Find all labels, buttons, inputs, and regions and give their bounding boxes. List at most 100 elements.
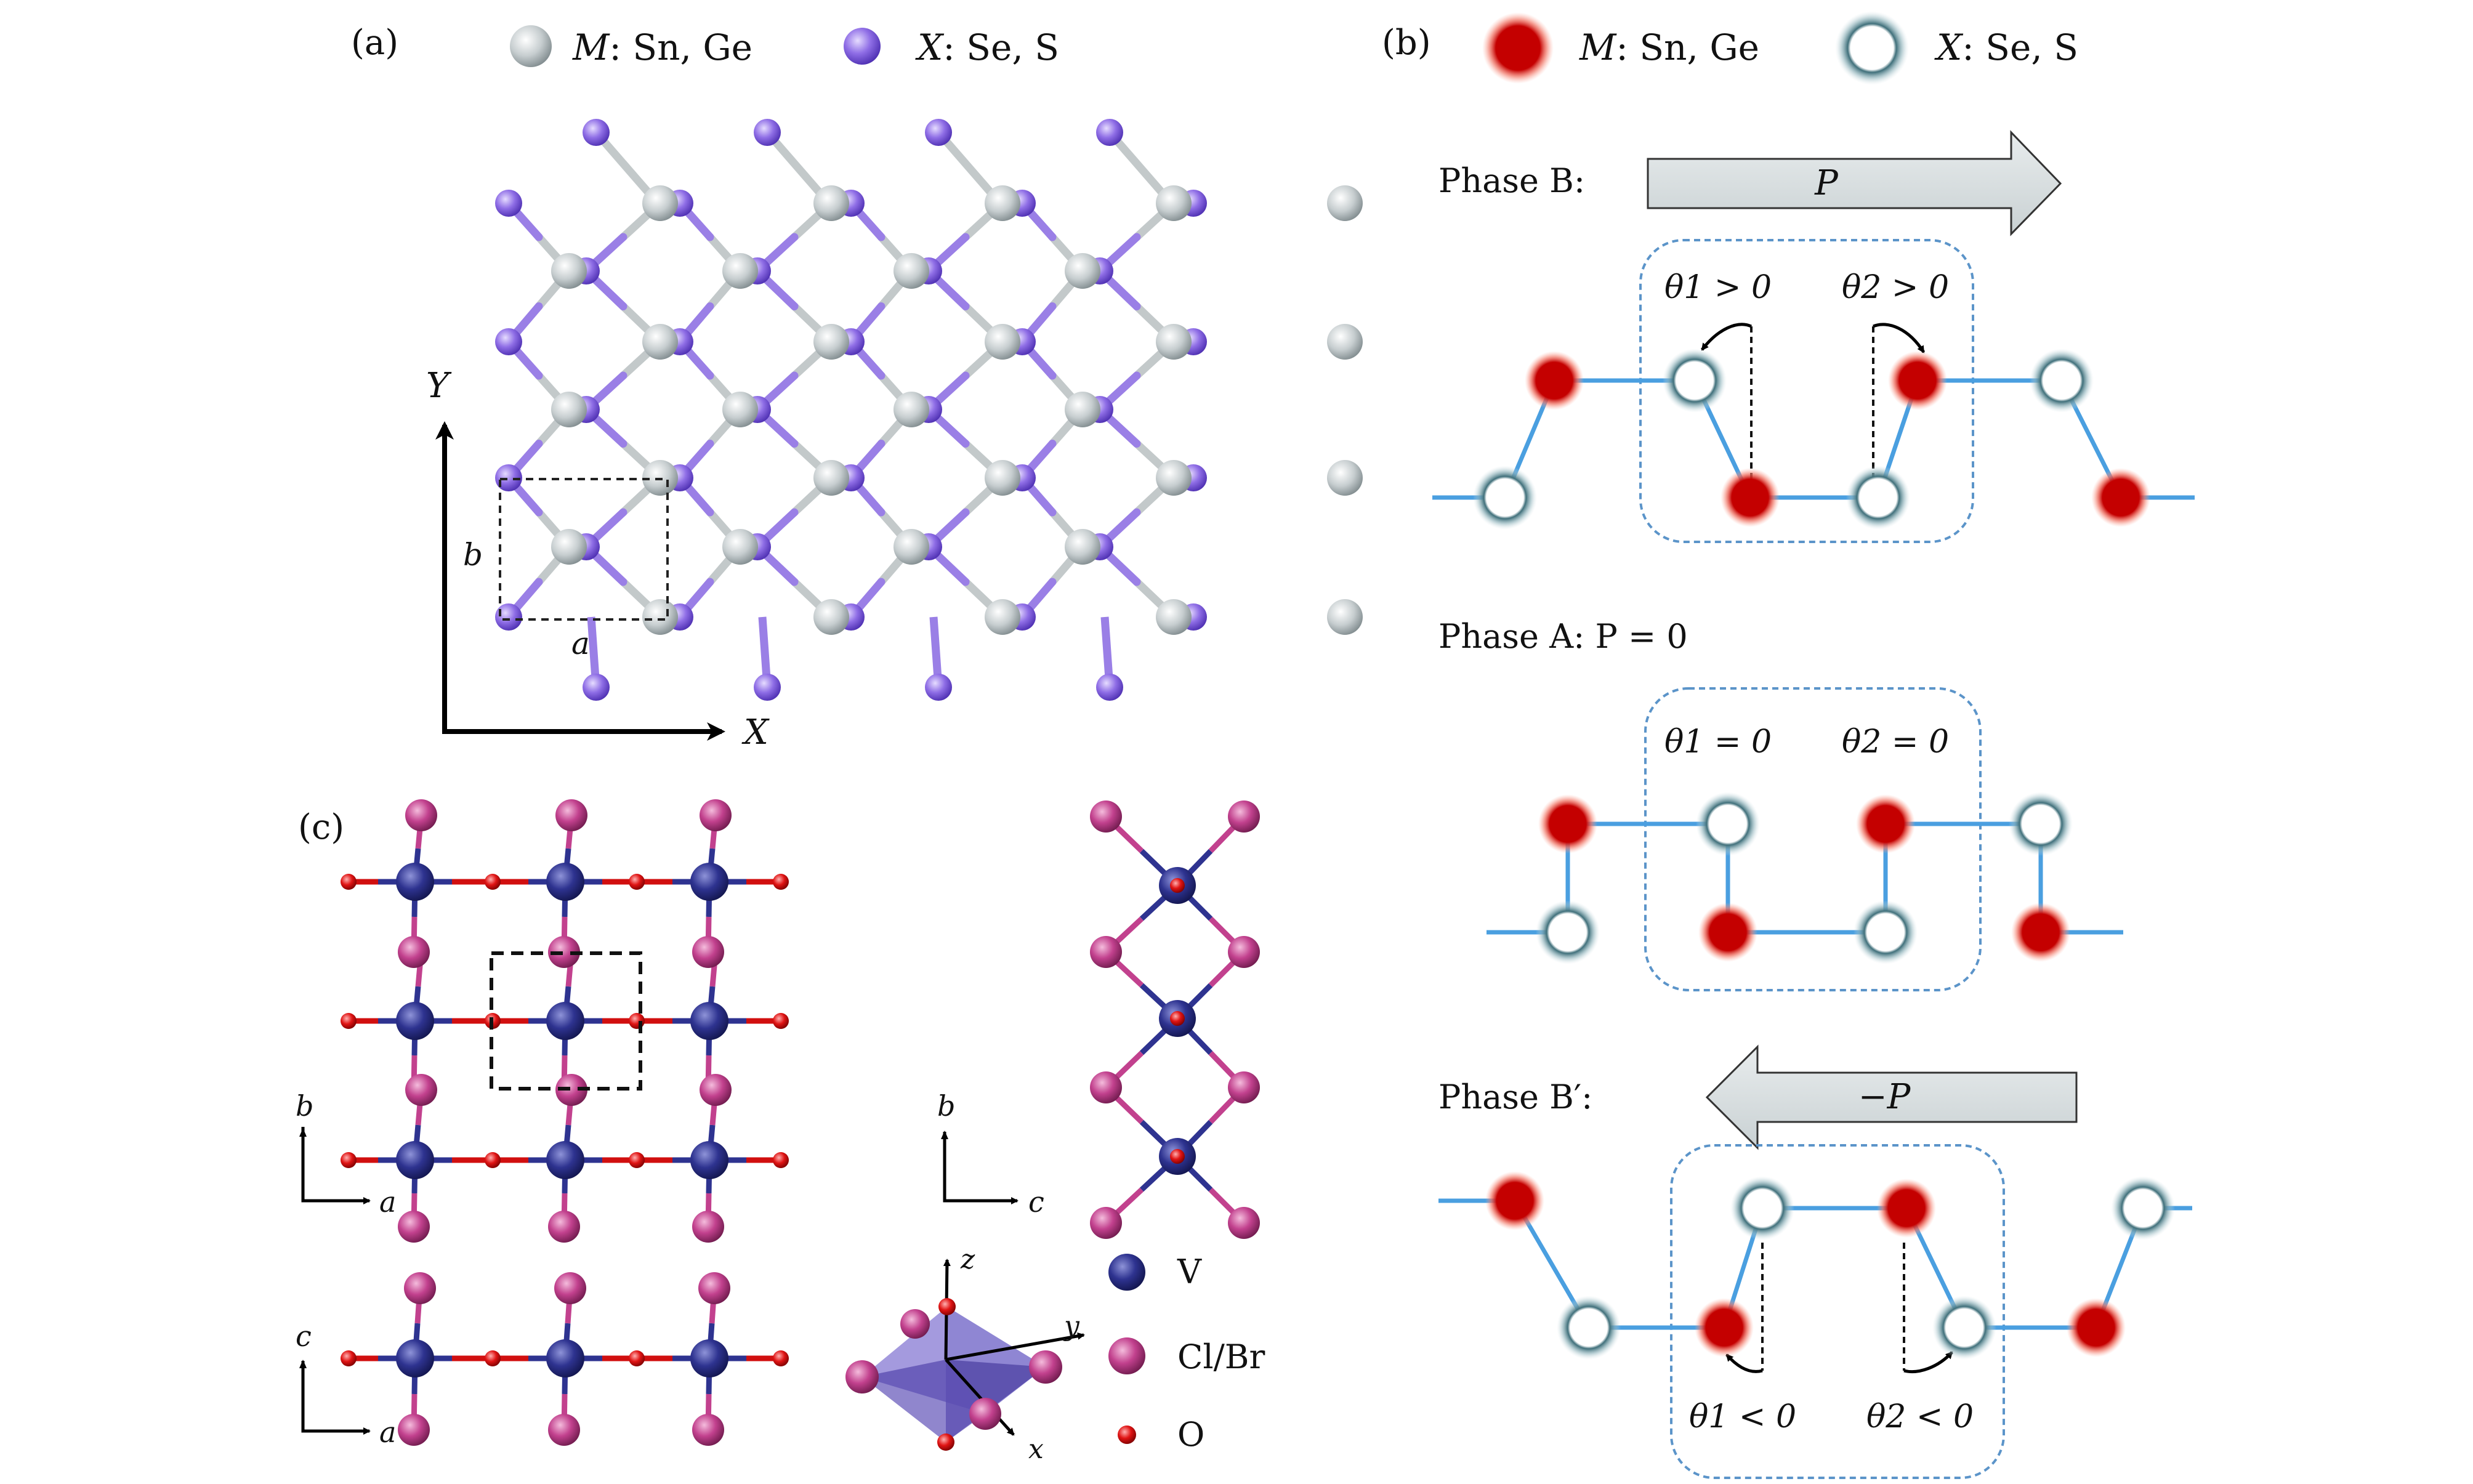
v-atom xyxy=(546,863,584,901)
octa-y-label: y xyxy=(1063,1310,1080,1342)
m-atom xyxy=(1156,599,1192,635)
o-atom xyxy=(341,874,357,890)
cl-atom xyxy=(1090,936,1122,968)
v-atom xyxy=(546,1141,584,1179)
o-atom xyxy=(1170,1011,1185,1026)
m-atom xyxy=(813,324,849,360)
o-atom xyxy=(485,874,501,890)
legend-m-symbol: M xyxy=(572,26,610,68)
atoms xyxy=(341,1272,789,1446)
legend-v-text: V xyxy=(1177,1252,1202,1291)
m-atom xyxy=(1065,529,1100,565)
panel-c-label: (c) xyxy=(298,807,344,847)
cell-b-label: b xyxy=(463,537,483,573)
x-atom-white xyxy=(2030,349,2094,413)
cl-atom xyxy=(404,1272,436,1304)
o-atom xyxy=(485,1350,501,1366)
m-atom xyxy=(1327,324,1363,360)
x-atom xyxy=(495,190,522,217)
m-atom xyxy=(1065,253,1100,289)
x-atom xyxy=(495,464,522,491)
cl-atom xyxy=(692,936,724,968)
m-atom-red xyxy=(1856,794,1915,853)
vocl2-front-view xyxy=(341,1272,789,1446)
legend-clbr-text: Cl/Br xyxy=(1177,1337,1265,1376)
phase-a-label: Phase A: P = 0 xyxy=(1438,617,1688,656)
panel-a-legend: M: Sn, Ge X: Se, S xyxy=(510,25,1059,68)
x-atom-white xyxy=(2009,792,2073,856)
x-atom-white xyxy=(1663,349,1727,413)
angle-arc xyxy=(1903,1351,1953,1373)
x-atom xyxy=(754,674,781,701)
legend-b-x-text: : Se, S xyxy=(1962,26,2078,68)
o-atom xyxy=(773,1152,789,1168)
octa-z-label: z xyxy=(960,1244,975,1275)
m-atom-red xyxy=(1698,903,1757,962)
o-atom xyxy=(341,1013,357,1029)
m-atom xyxy=(1156,185,1192,221)
m-atom xyxy=(1327,460,1363,496)
phase-a-theta2: θ2 = 0 xyxy=(1842,724,1949,760)
atoms xyxy=(1090,800,1260,1239)
axis-x-label: X xyxy=(741,712,770,752)
phase-b-arrow-label: P xyxy=(1814,163,1839,203)
v-atom xyxy=(690,1339,728,1377)
phase-a-theta1: θ1 = 0 xyxy=(1664,724,1772,760)
cl-atom xyxy=(700,799,732,831)
legend-b-m-symbol: M xyxy=(1579,26,1617,68)
m-atom xyxy=(1327,185,1363,221)
legend-m-text: : Sn, Ge xyxy=(609,26,752,68)
m-atom-red xyxy=(2067,1298,2126,1357)
x-atom-white xyxy=(1854,900,1918,964)
cell-a-label: a xyxy=(571,626,590,661)
m-atom xyxy=(1327,599,1363,635)
svg-text:M: Sn, Ge: M: Sn, Ge xyxy=(1579,26,1759,68)
x-atom xyxy=(495,603,522,631)
legend-x-white-icon xyxy=(1835,11,1909,85)
svg-text:X: Se, S: X: Se, S xyxy=(1934,26,2078,68)
legend-x-symbol: X xyxy=(915,26,945,68)
v-atom xyxy=(690,863,728,901)
axes-side-view: b c xyxy=(937,1089,1044,1219)
m-atom xyxy=(551,253,587,289)
m-atom xyxy=(722,529,758,565)
phase-bprime-theta2: θ2 < 0 xyxy=(1866,1398,1974,1435)
m-atom xyxy=(813,185,849,221)
x-atom-white xyxy=(1557,1296,1621,1360)
axes-top-v-label: b xyxy=(296,1089,313,1123)
m-atom xyxy=(642,599,678,635)
panel-a-label: (a) xyxy=(351,23,398,63)
atoms xyxy=(495,119,1363,701)
o-atom xyxy=(485,1152,501,1168)
phase-a-chain xyxy=(1487,792,2123,964)
o-atom xyxy=(629,1013,645,1029)
x-atom-white xyxy=(2111,1176,2175,1240)
axes-side-v-label: b xyxy=(937,1089,955,1123)
panel-a: (a) M: Sn, Ge X: Se, S a b Y X xyxy=(351,23,1363,752)
m-atom xyxy=(813,599,849,635)
panel-b-legend: M: Sn, Ge X: Se, S xyxy=(1482,11,2078,85)
m-atom-red xyxy=(1721,468,1780,527)
v-atom xyxy=(690,1141,728,1179)
cl-atom xyxy=(1090,1071,1122,1103)
x-atom-white xyxy=(1696,792,1760,856)
phase-bprime-theta1: θ1 < 0 xyxy=(1689,1398,1796,1435)
axes-top-view: b a xyxy=(296,1089,396,1219)
m-atom xyxy=(985,460,1020,496)
axes-side-h-label: c xyxy=(1028,1185,1044,1219)
m-atom xyxy=(1065,392,1100,427)
cl-atom xyxy=(1228,936,1260,968)
phase-bprime-label: Phase B′: xyxy=(1438,1078,1592,1116)
m-atom-red xyxy=(2011,903,2070,962)
o-atom xyxy=(1170,878,1185,893)
phase-b-theta1: θ1 > 0 xyxy=(1664,269,1772,306)
cl-atom xyxy=(1228,1207,1260,1239)
angle-arc xyxy=(1873,323,1926,353)
vocl2-top-view xyxy=(341,799,789,1243)
cl-atom xyxy=(398,936,430,968)
m-atom xyxy=(985,324,1020,360)
m-atom xyxy=(894,392,929,427)
cl-atom xyxy=(1228,800,1260,833)
x-atom xyxy=(1096,119,1123,146)
